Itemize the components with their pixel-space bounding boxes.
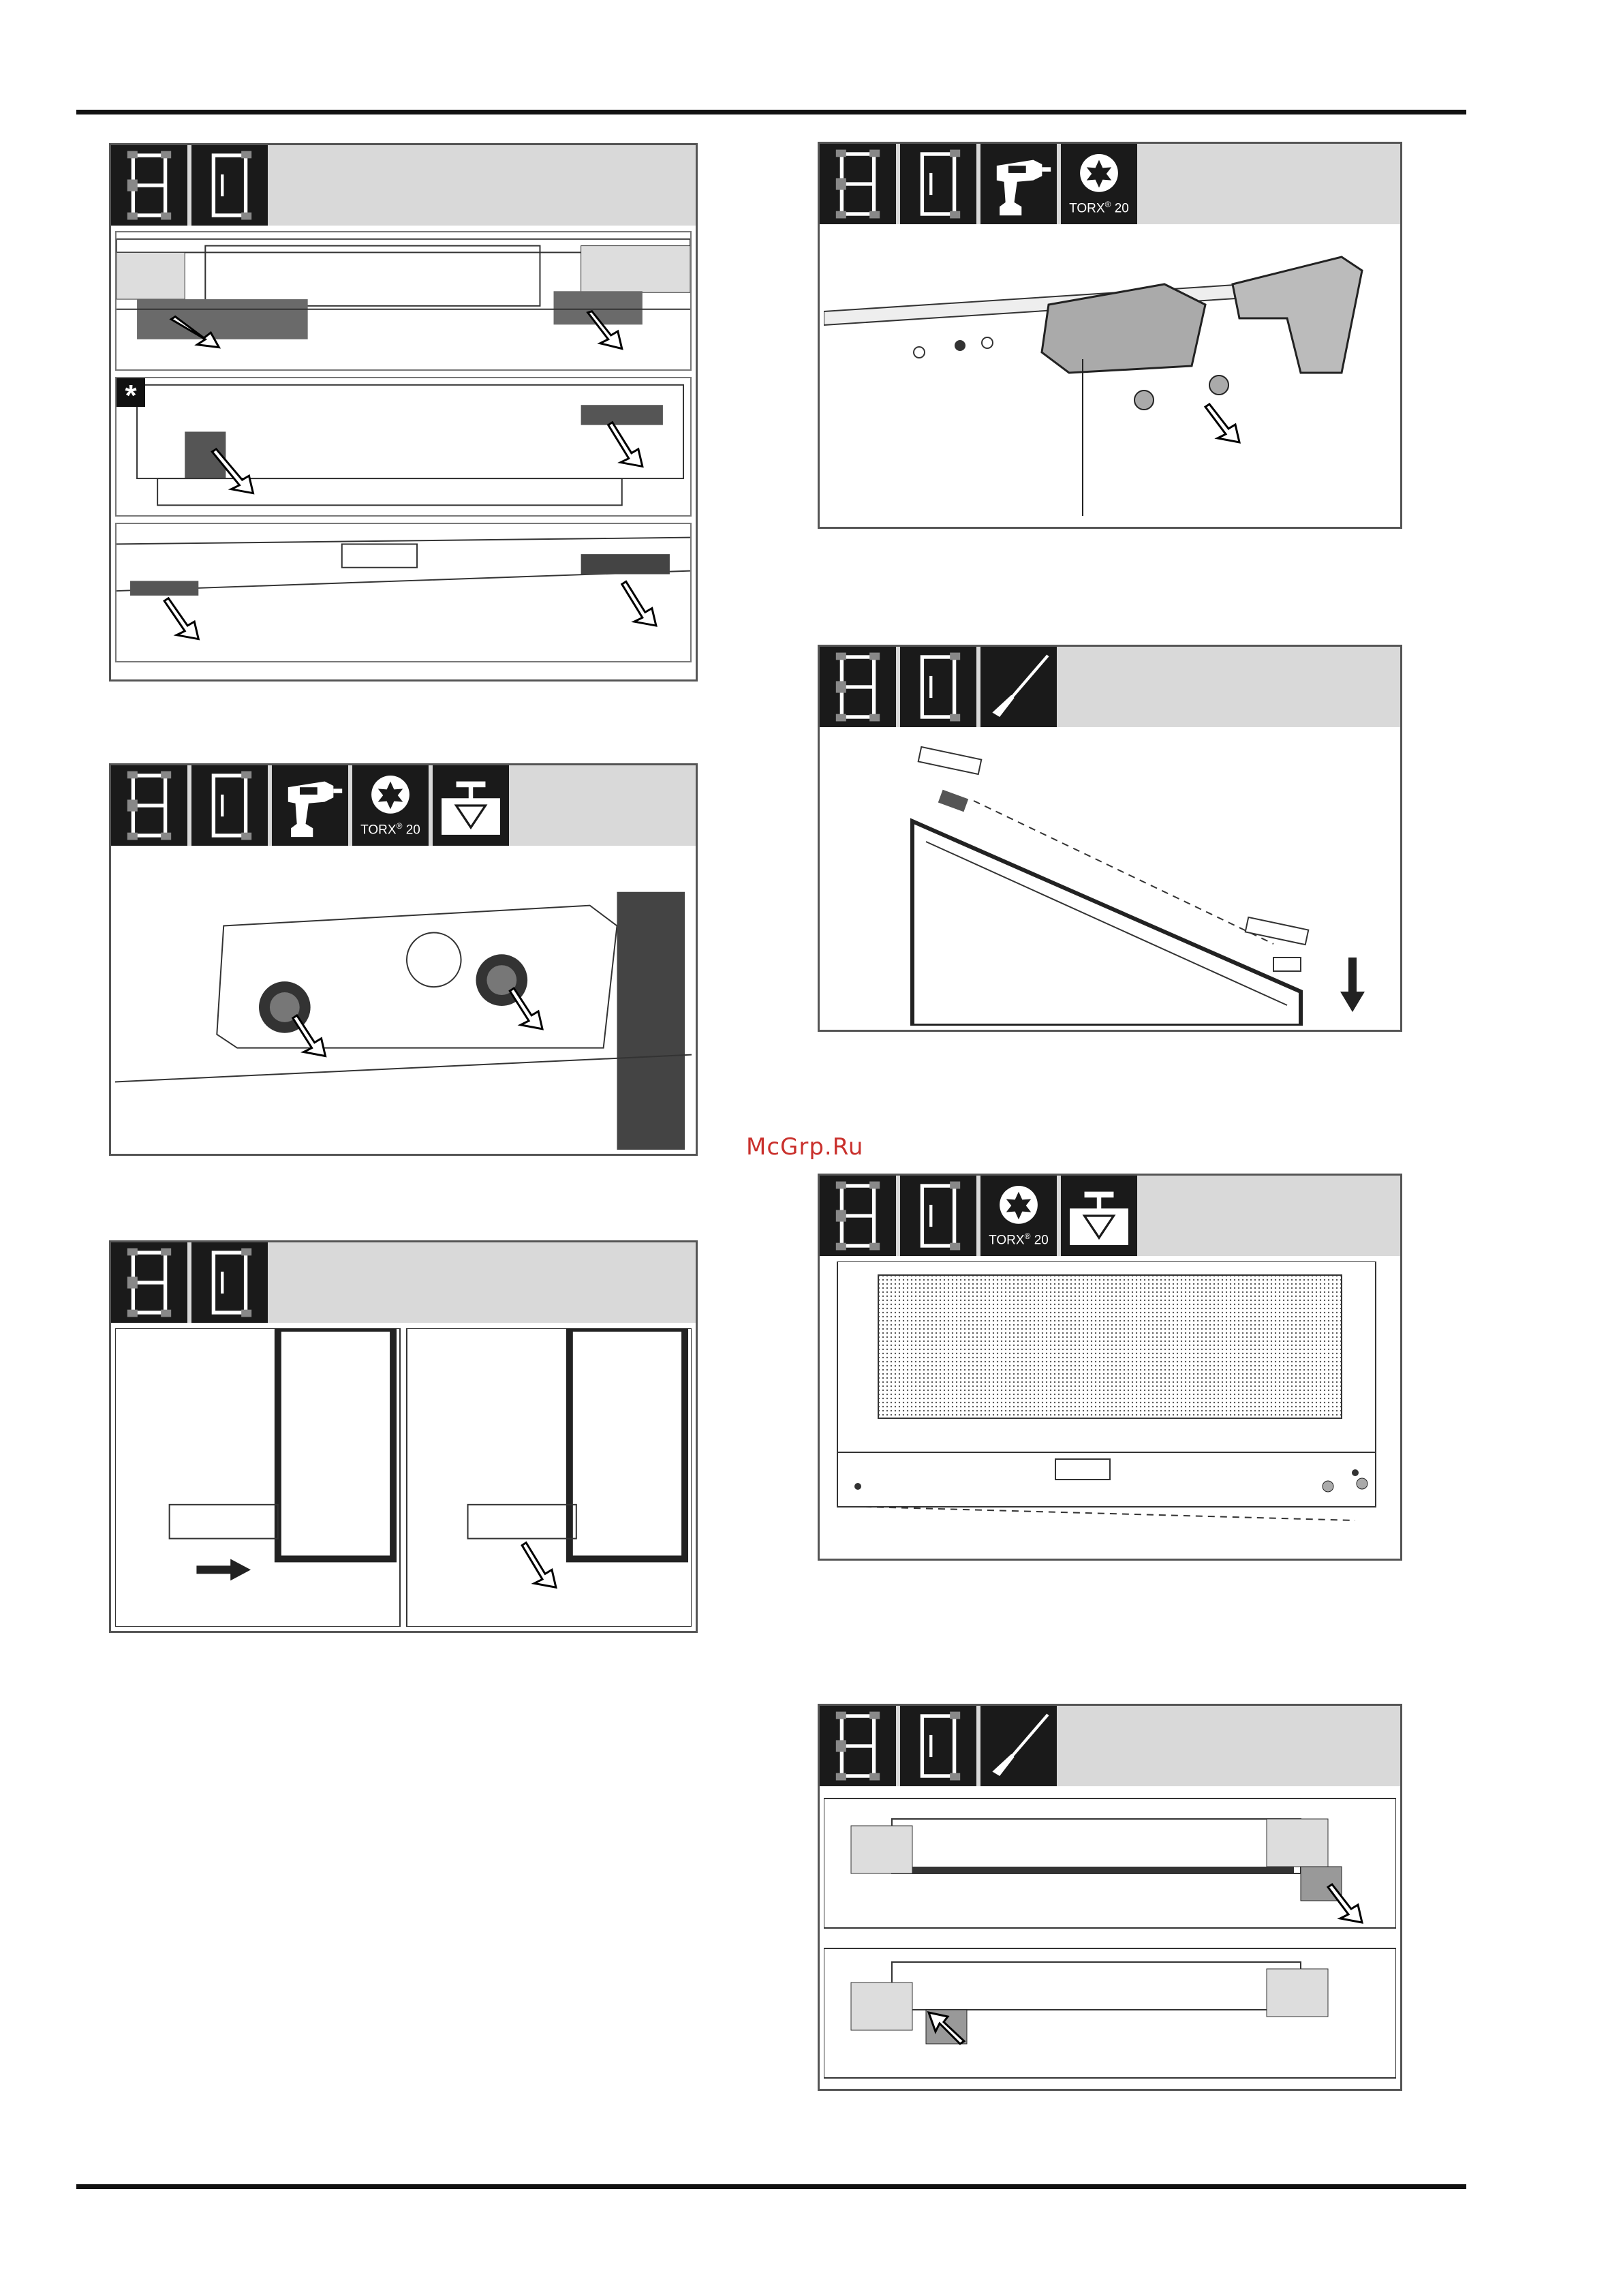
fridge-freezer-icon xyxy=(111,1242,187,1323)
torx-bit-icon: TORX® 20 xyxy=(352,765,429,846)
step-panel-6: TORX® 20 xyxy=(818,1174,1402,1561)
panel-4-header: TORX® 20 xyxy=(820,144,1400,224)
bottom-rule xyxy=(76,2184,1466,2189)
panel-1-frame-a xyxy=(115,231,692,371)
torx-bit-icon: TORX® 20 xyxy=(980,1176,1057,1256)
base-panel-screws-illustration xyxy=(824,1261,1396,1555)
panel-1-frame-c xyxy=(115,523,692,662)
fridge-freezer-icon xyxy=(820,144,896,224)
cordless-drill-icon xyxy=(980,144,1057,224)
fridge-freezer-icon xyxy=(820,647,896,727)
hinge-bracket-removal-illustration xyxy=(824,230,1396,523)
torx-label: TORX® 20 xyxy=(352,821,429,838)
fridge-icon xyxy=(900,1706,976,1786)
fridge-freezer-icon xyxy=(820,1176,896,1256)
step-panel-1: * xyxy=(109,143,698,682)
cordless-drill-icon xyxy=(272,765,348,846)
asterisk-note: * xyxy=(117,378,145,407)
panel-3-header xyxy=(111,1242,696,1323)
panel-4-illustration xyxy=(824,230,1396,523)
panel-7-header xyxy=(820,1706,1400,1786)
fridge-icon xyxy=(900,1176,976,1256)
hinge-transfer-illustration xyxy=(824,1792,1396,2085)
screwdriver-icon xyxy=(980,1706,1057,1786)
hinge-cover-illustration xyxy=(117,232,690,369)
panel-2-illustration xyxy=(115,851,692,1150)
hinge-cover-variant-illustration xyxy=(117,378,690,515)
torx-bit-icon: TORX® 20 xyxy=(1061,144,1137,224)
step-panel-4: TORX® 20 xyxy=(818,142,1402,529)
step-panel-7 xyxy=(818,1704,1402,2091)
door-cover-swap-illustration xyxy=(824,733,1396,1026)
torx-label: TORX® 20 xyxy=(1061,200,1137,216)
torx-label: TORX® 20 xyxy=(980,1231,1057,1248)
screwdriver-icon xyxy=(980,647,1057,727)
panel-6-illustration xyxy=(824,1261,1396,1555)
fridge-freezer-icon xyxy=(820,1706,896,1786)
fridge-icon xyxy=(191,765,268,846)
fridge-icon xyxy=(191,1242,268,1323)
screw-depth-icon xyxy=(433,765,509,846)
hinge-caps-illustration xyxy=(117,524,690,661)
step-panel-2: TORX® 20 xyxy=(109,763,698,1156)
fridge-icon xyxy=(900,144,976,224)
step-panel-5 xyxy=(818,645,1402,1032)
panel-1-header xyxy=(111,145,696,226)
panel-7-illustration xyxy=(824,1792,1396,2085)
hinge-screws-illustration xyxy=(115,851,692,1150)
panel-6-header: TORX® 20 xyxy=(820,1176,1400,1256)
top-rule xyxy=(76,110,1466,114)
panel-1-frame-b: * xyxy=(115,377,692,517)
step-panel-3 xyxy=(109,1240,698,1633)
hinge-slide-illustration xyxy=(115,1328,692,1627)
fridge-icon xyxy=(191,145,268,226)
panel-3-illustration xyxy=(115,1328,692,1627)
fridge-icon xyxy=(900,647,976,727)
fridge-freezer-icon xyxy=(111,145,187,226)
screw-depth-icon xyxy=(1061,1176,1137,1256)
panel-5-illustration xyxy=(824,733,1396,1026)
panel-2-header: TORX® 20 xyxy=(111,765,696,846)
watermark: McGrp.Ru xyxy=(746,1133,863,1161)
panel-5-header xyxy=(820,647,1400,727)
fridge-freezer-icon xyxy=(111,765,187,846)
